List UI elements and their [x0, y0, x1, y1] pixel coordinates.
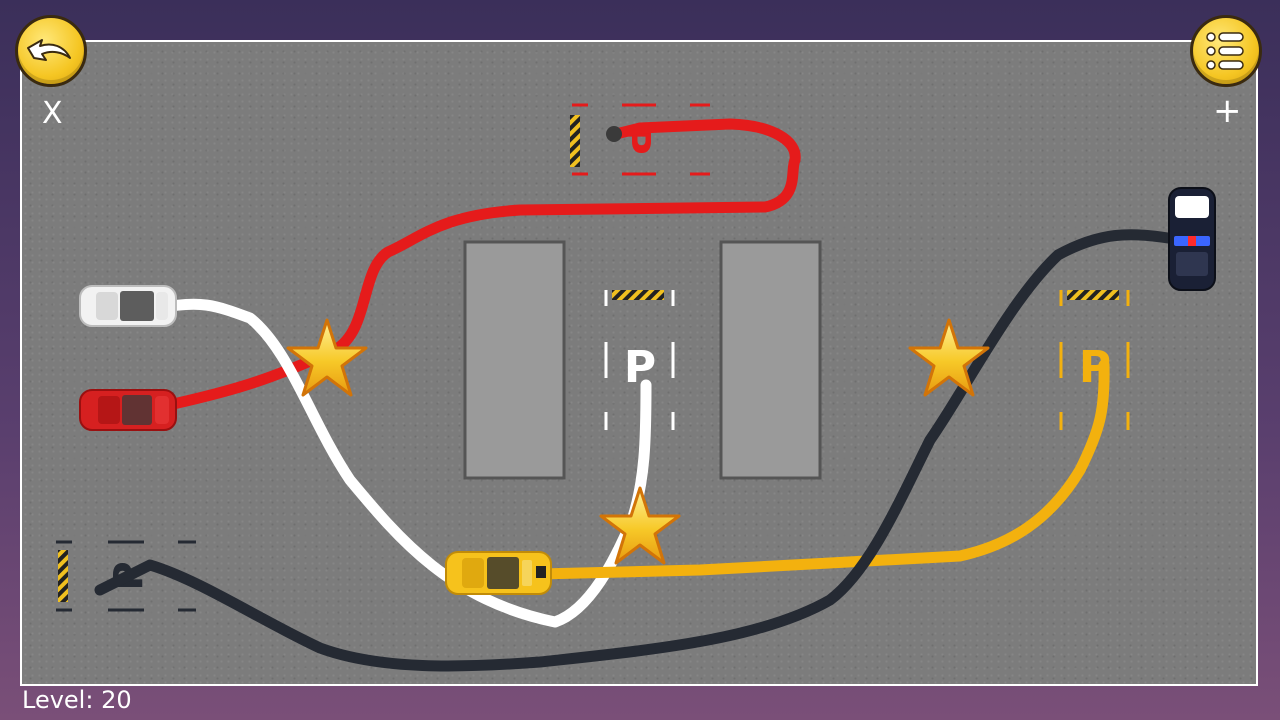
black-path: [94, 229, 1174, 672]
back-arrow-icon: [27, 39, 71, 61]
red-parking-spot: P: [570, 103, 710, 176]
white-car[interactable]: [79, 285, 177, 327]
yellow-taxi-car[interactable]: [445, 551, 552, 595]
level-indicator: Level: 20: [22, 686, 132, 714]
back-button[interactable]: [15, 15, 87, 87]
star-icon[interactable]: [908, 318, 990, 397]
red-car[interactable]: [79, 389, 177, 431]
parking-lot[interactable]: [20, 40, 1258, 686]
menu-list-icon: [1206, 32, 1244, 70]
concrete-island-right: [719, 240, 822, 480]
red-path-end: [606, 126, 622, 142]
concrete-island-left: [463, 240, 566, 480]
menu-button[interactable]: [1190, 15, 1262, 87]
yellow-parking-spot: P: [1059, 290, 1130, 430]
star-icon[interactable]: [599, 486, 681, 565]
back-label: X: [42, 96, 63, 131]
white-parking-spot: P: [604, 290, 675, 430]
star-icon[interactable]: [286, 318, 368, 397]
police-car[interactable]: [1168, 187, 1216, 291]
menu-label: +: [1213, 91, 1242, 131]
yellow-path: [534, 359, 1110, 580]
